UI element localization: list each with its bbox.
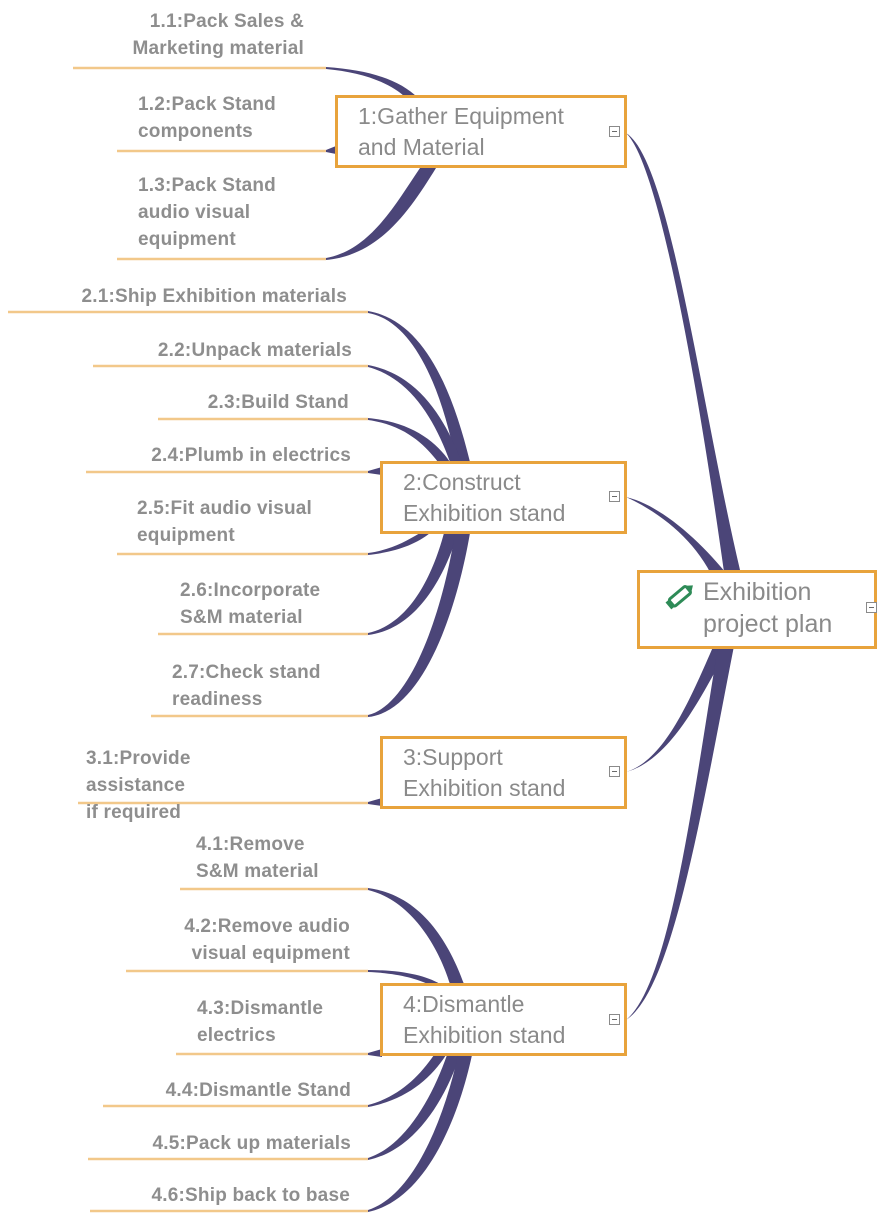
pencil-icon xyxy=(665,585,693,610)
collapse-minus-icon[interactable] xyxy=(609,126,620,137)
leaf-1-2[interactable]: 1.2:Pack Stand components xyxy=(138,94,276,142)
connector-4-5 xyxy=(368,1055,460,1160)
leaf-2-2[interactable]: 2.2:Unpack materials xyxy=(157,340,352,361)
collapse-minus-icon[interactable] xyxy=(609,766,620,777)
collapse-minus-icon[interactable] xyxy=(609,1014,620,1025)
leaf-underlines xyxy=(8,66,368,1213)
connector-1-2 xyxy=(326,146,336,154)
connector-root-3 xyxy=(626,640,732,772)
leaf-1-1[interactable]: 1.1:Pack Sales & Marketing material xyxy=(132,11,304,59)
leaf-1-3[interactable]: 1.3:Pack Stand audio visual equipment xyxy=(138,175,276,250)
connector-root-1 xyxy=(626,133,740,572)
leaf-4-1[interactable]: 4.1:Remove S&M material xyxy=(196,834,319,882)
leaf-4-3[interactable]: 4.3:Dismantle electrics xyxy=(197,998,324,1046)
leaf-4-6[interactable]: 4.6:Ship back to base xyxy=(151,1185,350,1206)
topic-construct-stand[interactable]: 2:Construct Exhibition stand xyxy=(380,461,627,534)
connector-2-6 xyxy=(368,533,458,635)
leaf-2-7[interactable]: 2.7:Check stand readiness xyxy=(172,662,321,710)
topic-dismantle-stand[interactable]: 4:Dismantle Exhibition stand xyxy=(380,983,627,1056)
leaf-3-1[interactable]: 3.1:Provide assistance if required xyxy=(86,748,191,823)
connector-4-3 xyxy=(368,1049,382,1057)
leaf-4-4[interactable]: 4.4:Dismantle Stand xyxy=(165,1080,351,1101)
connector-2-3 xyxy=(368,418,450,462)
topic-support-stand[interactable]: 3:Support Exhibition stand xyxy=(380,736,627,809)
leaf-2-6[interactable]: 2.6:Incorporate S&M material xyxy=(180,580,321,628)
collapse-minus-icon[interactable] xyxy=(866,602,877,613)
connector-4-1 xyxy=(368,888,464,984)
connector-4-4 xyxy=(368,1055,446,1107)
connector-2-5 xyxy=(368,533,430,555)
connector-4-6 xyxy=(368,1055,472,1212)
collapse-minus-icon[interactable] xyxy=(609,491,620,502)
connector-4-2 xyxy=(368,970,440,984)
leaf-2-4[interactable]: 2.4:Plumb in electrics xyxy=(151,445,351,466)
root-node[interactable]: Exhibition project plan xyxy=(637,570,877,649)
connector-root-4 xyxy=(626,646,734,1020)
connector-1-1 xyxy=(326,67,418,98)
leaf-2-5[interactable]: 2.5:Fit audio visual equipment xyxy=(137,498,313,546)
leaf-4-2[interactable]: 4.2:Remove audio visual equipment xyxy=(184,916,350,964)
leaf-2-1[interactable]: 2.1:Ship Exhibition materials xyxy=(81,286,347,307)
leaf-4-5[interactable]: 4.5:Pack up materials xyxy=(152,1133,351,1154)
leaf-2-3[interactable]: 2.3:Build Stand xyxy=(207,392,349,413)
connector-2-2 xyxy=(368,365,462,462)
connector-1-3 xyxy=(326,168,436,260)
connector-3-1 xyxy=(368,798,382,806)
connector-2-1 xyxy=(368,311,470,462)
topic-gather-equipment[interactable]: 1:Gather Equipment and Material xyxy=(335,95,627,168)
connector-2-7 xyxy=(368,533,470,717)
connector-2-4 xyxy=(368,467,382,475)
